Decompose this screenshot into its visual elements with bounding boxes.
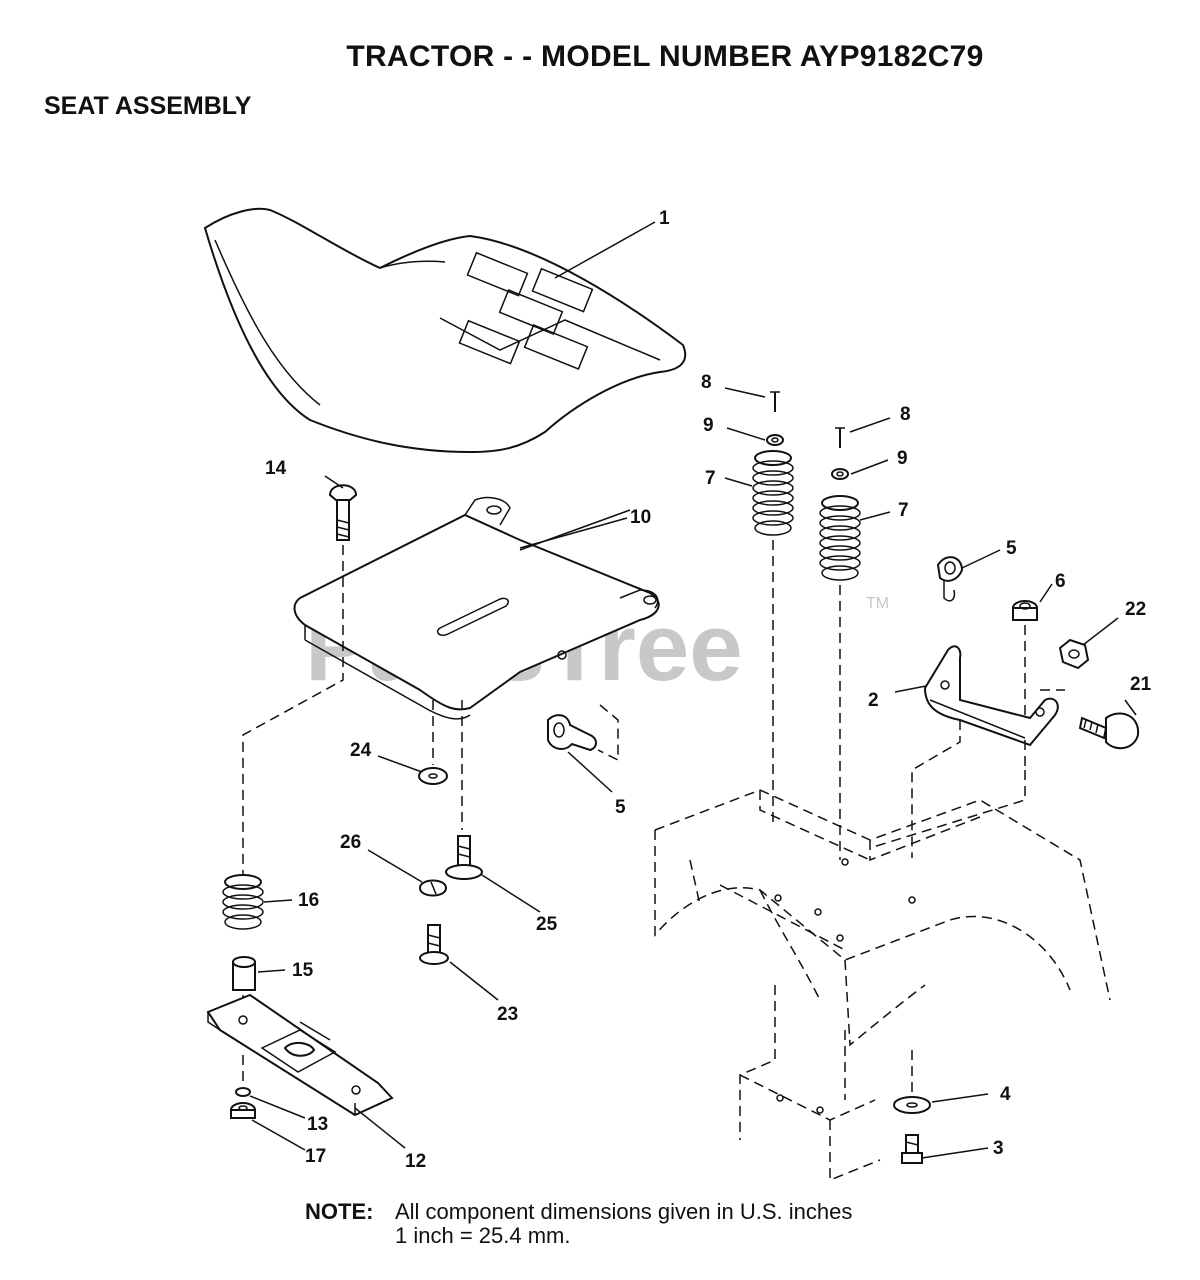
carriage-bolt-part: [328, 484, 358, 541]
note-label: NOTE:: [305, 1199, 374, 1224]
seat-pan-part: [293, 496, 660, 720]
nut-17-part: [230, 1102, 256, 1119]
callout-26: 26: [340, 832, 361, 853]
bolt-3-part: [901, 1134, 923, 1164]
section-title: SEAT ASSEMBLY: [44, 92, 252, 120]
leader-lines: [249, 387, 1137, 1159]
washer-24-part: [418, 767, 448, 785]
callout-3: 3: [993, 1138, 1004, 1159]
callout-25: 25: [536, 914, 558, 935]
callout-5-right: 5: [1006, 538, 1017, 559]
callout-7-left: 7: [705, 468, 716, 489]
bracket-2-part: [923, 645, 1059, 747]
callout-8-right: 8: [900, 404, 911, 425]
callout-14: 14: [265, 458, 287, 479]
washer-13-part: [235, 1087, 251, 1097]
washer-9a-part: [766, 434, 784, 446]
callout-6: 6: [1055, 571, 1066, 592]
callout-12: 12: [405, 1151, 426, 1172]
bolt-8a-part: [770, 391, 780, 412]
callout-22: 22: [1125, 599, 1146, 620]
bolt-25-part: [445, 835, 483, 880]
callout-13: 13: [307, 1114, 328, 1135]
seat-part: [203, 207, 687, 454]
callout-21: 21: [1130, 674, 1152, 695]
bracket-plate-12-part: [206, 993, 394, 1117]
spacer-15-part: [232, 956, 256, 991]
callout-7-right: 7: [898, 500, 909, 521]
spring-7b-part: [819, 495, 861, 581]
knob-bolt-21-part: [1078, 712, 1140, 750]
callout-1: 1: [659, 208, 670, 229]
callout-9-left: 9: [703, 415, 714, 436]
callout-23: 23: [497, 1004, 518, 1025]
callout-2: 2: [868, 690, 879, 711]
note-line-2: 1 inch = 25.4 mm.: [395, 1223, 571, 1248]
clip-right-part: [936, 556, 964, 602]
page-title: TRACTOR - - MODEL NUMBER AYP9182C79: [346, 40, 984, 73]
washer-9b-part: [831, 468, 849, 480]
bolt-23-part: [419, 924, 449, 965]
callout-8-left: 8: [701, 372, 712, 393]
washer-4-part: [893, 1096, 931, 1114]
callout-5-left: 5: [615, 797, 626, 818]
callout-15: 15: [292, 960, 314, 981]
callout-24: 24: [350, 740, 372, 761]
nut-22-part: [1058, 638, 1090, 670]
bolt-8b-part: [835, 427, 845, 448]
callout-16: 16: [298, 890, 319, 911]
tractor-frame-part: [654, 789, 1111, 1182]
note-block: NOTE: All component dimensions given in U…: [305, 1200, 852, 1248]
watermark-tm: TM: [866, 595, 889, 612]
callout-9-right: 9: [897, 448, 908, 469]
callout-17: 17: [305, 1146, 326, 1167]
callout-4: 4: [1000, 1084, 1011, 1105]
clip-left-part: [547, 704, 619, 762]
callout-10: 10: [630, 507, 651, 528]
nut-6-part: [1012, 600, 1038, 621]
spring-7a-part: [752, 450, 794, 536]
note-line-1: All component dimensions given in U.S. i…: [395, 1199, 853, 1224]
spring-16-part: [222, 874, 264, 930]
